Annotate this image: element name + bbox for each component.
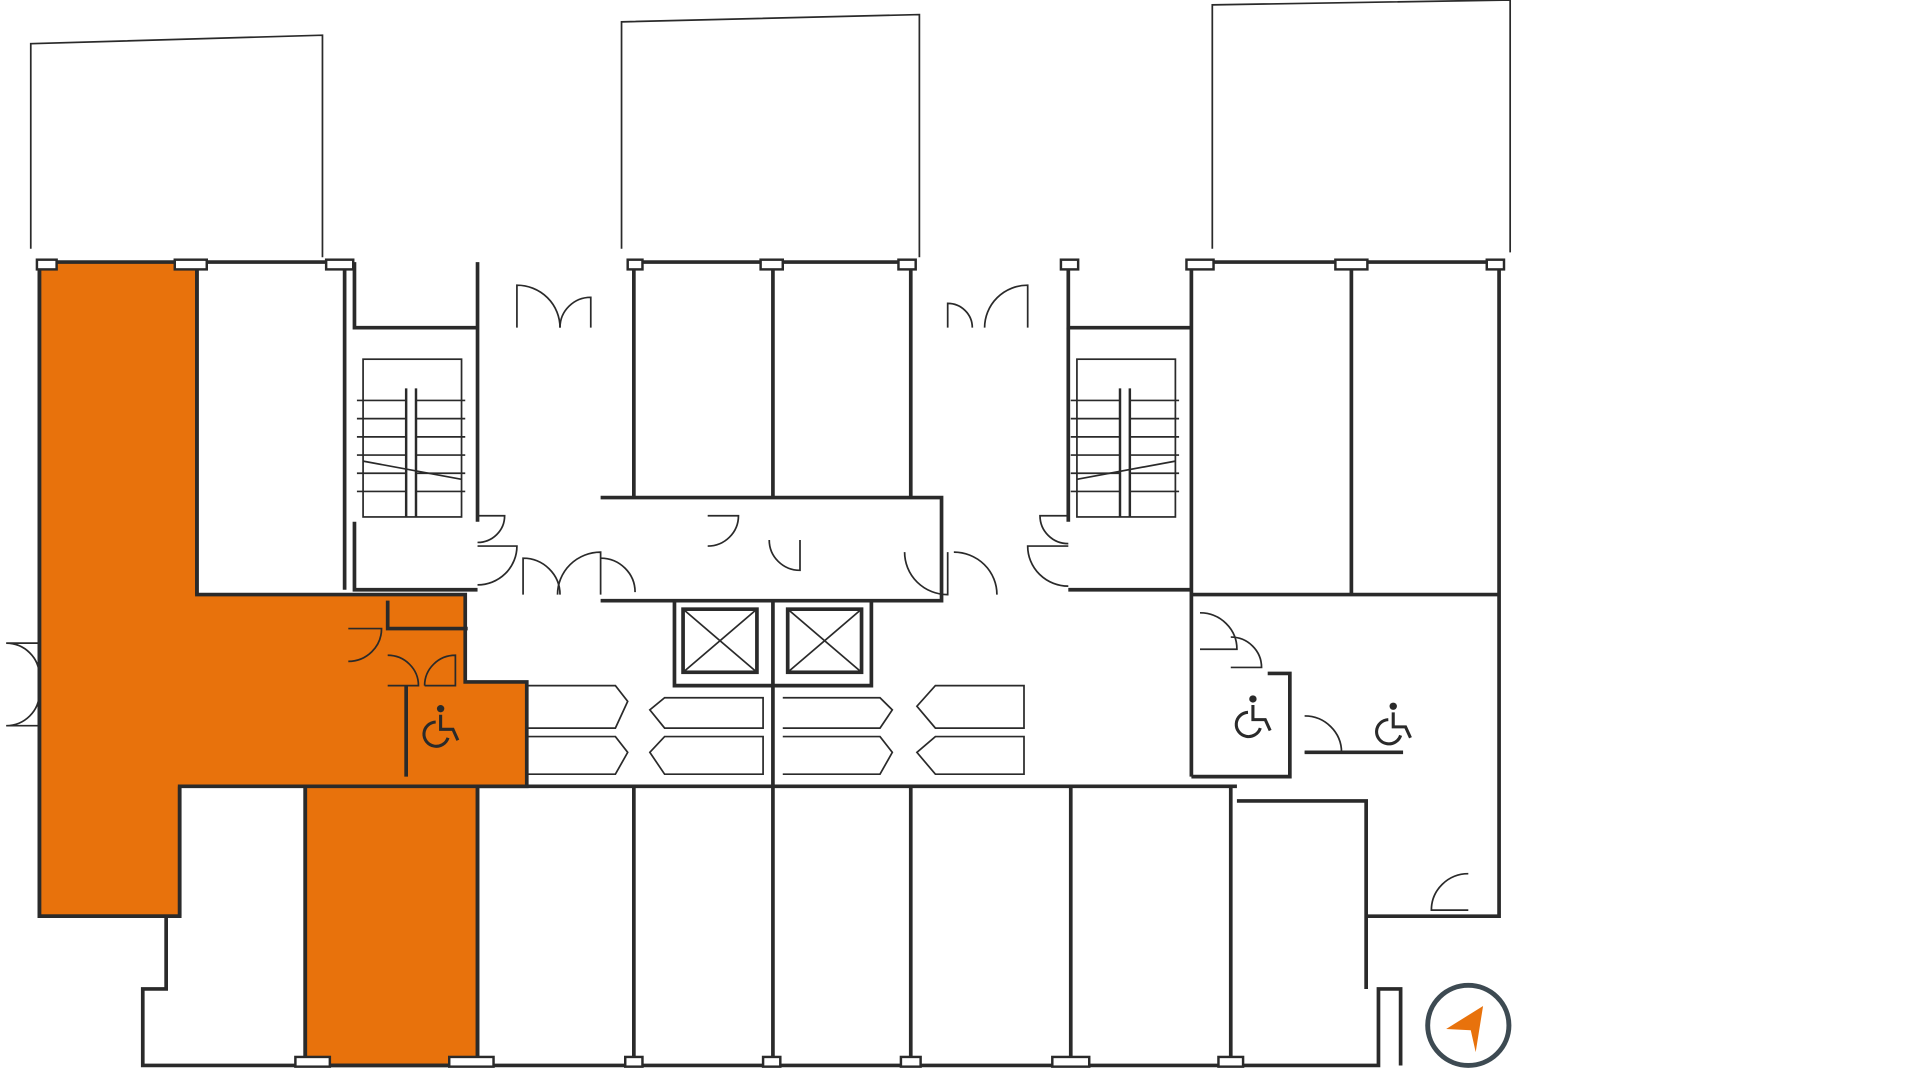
door-swing-icon <box>516 284 561 328</box>
walls <box>37 260 1501 1068</box>
balcony-right <box>1211 0 1512 253</box>
staircase-icon <box>356 399 466 493</box>
doors <box>6 284 1469 911</box>
door-swing-icon <box>946 302 974 328</box>
door-swing-icon <box>707 514 740 547</box>
balcony-left <box>29 34 324 258</box>
door-swing-icon <box>1430 872 1469 911</box>
door-swing-icon <box>1199 611 1238 651</box>
highlighted-unit-bedroom[interactable] <box>303 784 480 1068</box>
wheelchair-accessible-icon <box>422 705 460 748</box>
staircase-right <box>1070 358 1180 518</box>
door-swing-icon <box>983 284 1029 328</box>
columns <box>35 258 1506 1068</box>
door-swing-icon <box>1304 715 1343 754</box>
door-swing-icon <box>559 296 592 328</box>
compass-arrow-icon[interactable] <box>1425 982 1512 1068</box>
door-swing-icon <box>522 557 561 595</box>
door-swing-icon <box>903 552 949 596</box>
wheelchair-accessible-icon <box>1375 702 1412 746</box>
highlighted-unit[interactable] <box>37 260 529 1068</box>
door-swing-icon <box>768 539 801 572</box>
door-swing-icon <box>1230 636 1263 669</box>
door-swing-icon <box>477 514 506 544</box>
door-swing-icon <box>6 642 41 676</box>
door-swing-icon <box>477 545 518 586</box>
wheelchair-accessible-icon <box>1234 695 1272 739</box>
elevator-icon <box>785 607 864 675</box>
door-swing-icon <box>387 654 420 687</box>
door-swing-icon <box>1039 514 1069 545</box>
door-swing-icon <box>6 692 41 727</box>
door-swing-icon <box>953 551 998 595</box>
balcony-center <box>620 13 921 258</box>
accessible-symbols <box>422 695 1412 748</box>
staircase-left <box>356 358 466 518</box>
balcony-outlines <box>29 0 1512 258</box>
corridor-bays <box>526 684 1025 776</box>
door-swing-icon <box>423 654 457 687</box>
staircase-icon <box>1070 399 1180 493</box>
door-swing-icon <box>600 557 636 593</box>
door-swing-icon <box>556 551 602 595</box>
elevator-icon <box>681 607 759 675</box>
elevators <box>681 607 864 675</box>
door-swing-icon <box>348 627 383 663</box>
door-swing-icon <box>1026 545 1069 587</box>
